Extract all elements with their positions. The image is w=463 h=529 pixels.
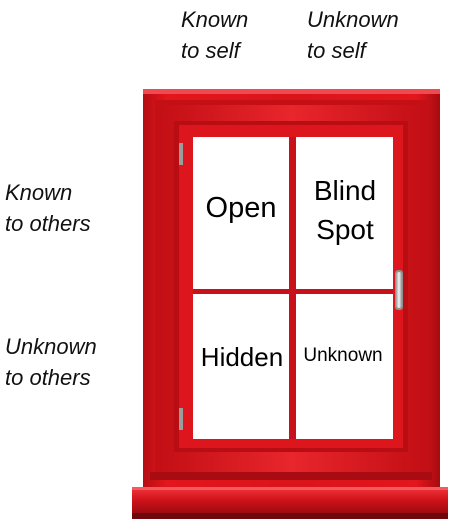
pane-blind-spot-label: Blind Spot xyxy=(313,175,377,245)
pane-bottom-left xyxy=(193,294,289,439)
window-sill xyxy=(132,487,448,513)
hinge-bottom xyxy=(179,408,183,430)
pane-top-left xyxy=(193,137,289,289)
label-unknown-to-self: Unknown to self xyxy=(307,7,399,63)
sill-shadow xyxy=(132,513,448,519)
label-unknown-to-others: Unknown to others xyxy=(5,334,97,390)
muntin-vertical xyxy=(289,137,296,439)
label-known-to-self: Known to self xyxy=(181,7,249,63)
outer-frame-highlight xyxy=(143,89,440,94)
sill-highlight xyxy=(132,487,448,490)
pane-top-right xyxy=(296,137,393,289)
pane-bottom-right xyxy=(296,294,393,439)
hinge-top xyxy=(179,143,183,165)
pane-unknown-label: Unknown xyxy=(303,345,383,366)
muntin-horizontal xyxy=(193,289,393,294)
pane-hidden-label: Hidden xyxy=(200,342,284,372)
window-handle xyxy=(396,272,402,308)
frame-bottom-band xyxy=(150,472,432,480)
label-known-to-others: Known to others xyxy=(5,180,91,236)
pane-open-label: Open xyxy=(205,192,277,224)
